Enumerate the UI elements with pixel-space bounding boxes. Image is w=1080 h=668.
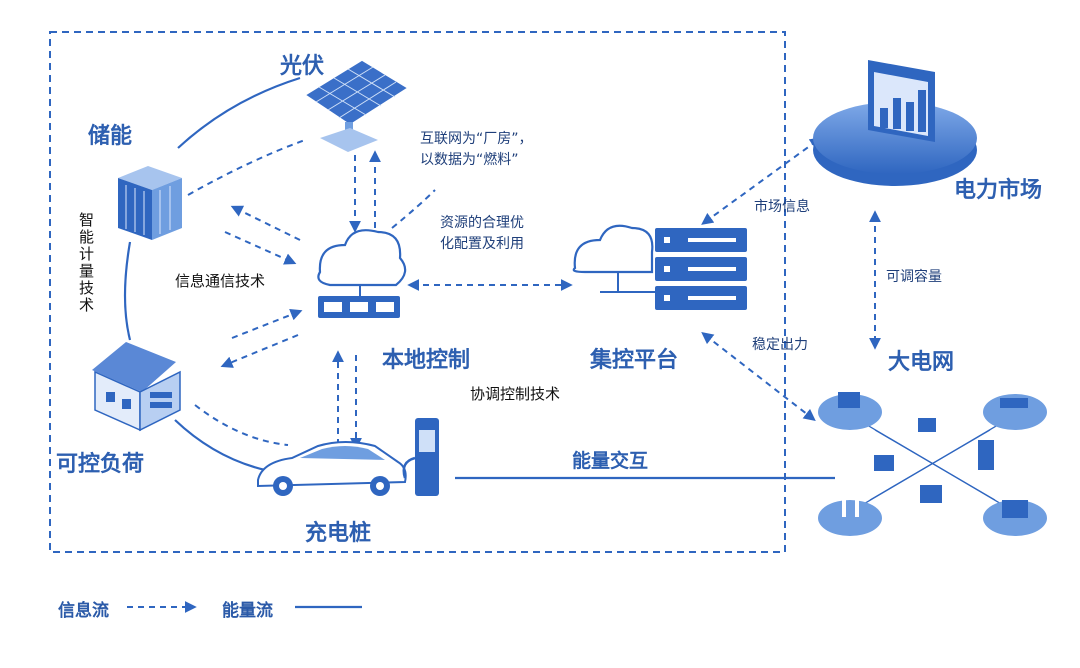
internet-annotation-line1: 互联网为“厂房”， <box>420 131 533 147</box>
resource-annotation-line2: 化配置及利用 <box>440 236 524 252</box>
node-controllable-load-label: 可控负荷 <box>56 452 145 477</box>
node-charging-pile-label: 充电桩 <box>305 521 372 546</box>
info-arc-load-car <box>194 404 289 446</box>
node-local-control-label: 本地控制 <box>382 348 471 373</box>
energy-storage-icon <box>118 166 182 240</box>
energy-link-storage-load <box>123 241 132 341</box>
adjustable-capacity-label: 可调容量 <box>886 269 942 285</box>
internet-annotation-line2: 以数据为“燃料” <box>420 152 519 168</box>
power-grid-network-icon <box>818 392 1047 536</box>
electricity-market-icon <box>813 60 977 186</box>
legend-energy-flow-label: 能量流 <box>222 601 273 621</box>
info-flow-arrows <box>187 137 881 450</box>
resource-annotation-line1: 资源的合理优 <box>440 215 524 231</box>
market-info-label: 市场信息 <box>754 199 810 215</box>
node-grid-label: 大电网 <box>888 350 955 375</box>
node-storage-label: 储能 <box>88 124 133 149</box>
solar-panel-icon <box>303 59 410 152</box>
arrow-load-to-local <box>231 309 303 339</box>
energy-link-storage-solar <box>177 76 301 149</box>
arrow-local-to-load <box>220 334 299 368</box>
arrow-platform-market <box>701 137 822 225</box>
local-control-cloud-icon <box>317 229 407 318</box>
charging-pile-icon <box>402 418 439 496</box>
info-comm-label: 信息通信技术 <box>175 272 266 290</box>
stable-output-label: 稳定出力 <box>752 337 808 353</box>
arrow-local-to-storage <box>230 205 301 241</box>
smart-meter-label: 智能计量技术 <box>77 212 95 314</box>
energy-link-load-car <box>174 419 266 472</box>
controllable-load-house-icon <box>92 342 181 432</box>
node-solar-label: 光伏 <box>280 54 325 79</box>
info-arc-local-internet <box>391 189 436 229</box>
node-platform-label: 集控平台 <box>590 348 679 373</box>
energy-exchange-label: 能量交互 <box>572 450 649 472</box>
arrow-platform-grid <box>701 332 816 421</box>
electric-car-icon <box>257 441 407 496</box>
boundary-box <box>49 31 786 553</box>
platform-server-icon <box>572 224 747 310</box>
info-arc-storage-solar <box>187 139 306 196</box>
arrow-storage-to-local <box>224 231 297 265</box>
coordination-label: 协调控制技术 <box>470 385 561 403</box>
legend-info-flow-label: 信息流 <box>58 601 109 621</box>
node-market-label: 电力市场 <box>954 178 1043 203</box>
